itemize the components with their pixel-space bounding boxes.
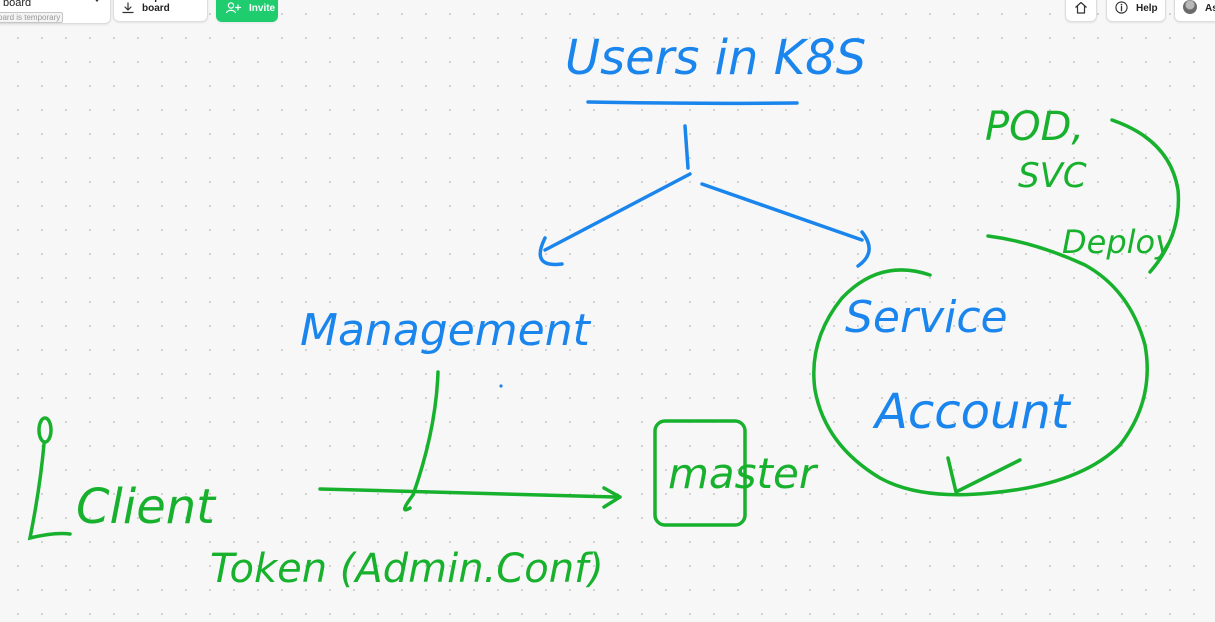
- left-branch-arrowhead: [538, 236, 564, 267]
- board-name-dropdown[interactable]: board oard is temporary: [0, 0, 111, 24]
- master-handwriting: master: [668, 449, 819, 498]
- board-name: board: [3, 0, 32, 9]
- right-branch-arrowhead: [856, 230, 871, 268]
- invite-label: Invite: [249, 3, 276, 14]
- export-board-button[interactable]: Export board: [113, 0, 208, 22]
- client-head: [37, 416, 53, 444]
- service-handwriting: Service: [845, 292, 1008, 343]
- tree-stem: [683, 124, 690, 170]
- add-user-icon: [225, 2, 241, 14]
- avatar: [1183, 0, 1197, 14]
- info-icon: [1115, 1, 1128, 14]
- invite-button[interactable]: Invite: [216, 0, 278, 22]
- management-connector: [403, 370, 440, 512]
- management-handwriting: Management: [300, 305, 592, 356]
- client-handwriting: Client: [76, 479, 217, 535]
- master-box: [653, 419, 747, 527]
- svc-handwriting: SVC: [1018, 156, 1087, 196]
- token-arrowhead: [602, 486, 622, 509]
- checkmark-stroke: [946, 456, 1022, 494]
- temporary-board-badge: oard is temporary: [0, 12, 64, 23]
- chevron-down-icon[interactable]: [93, 0, 101, 2]
- pod-handwriting: POD,: [985, 104, 1084, 150]
- title-handwriting: Users in K8S: [565, 30, 866, 86]
- token-handwriting: Token (Admin.Conf): [210, 546, 604, 592]
- deploy-handwriting: Deploy: [1062, 223, 1175, 261]
- right-branch: [700, 182, 864, 242]
- help-label: Help: [1136, 3, 1158, 14]
- bracket-curve: [1110, 118, 1181, 274]
- user-menu-button[interactable]: As: [1174, 0, 1215, 22]
- account-handwriting: Account: [872, 384, 1072, 440]
- export-board-label: Export board: [142, 0, 174, 14]
- service-account-circle: [812, 234, 1149, 497]
- client-body: [27, 442, 72, 541]
- title-underline: [586, 100, 799, 106]
- help-button[interactable]: Help: [1106, 0, 1166, 22]
- left-branch: [543, 172, 692, 252]
- user-initials: As: [1205, 3, 1215, 14]
- token-arrow-line: [318, 487, 617, 499]
- ink-dot: [499, 384, 503, 388]
- download-icon: [122, 2, 134, 14]
- home-icon: [1074, 1, 1088, 14]
- home-button[interactable]: [1065, 0, 1097, 22]
